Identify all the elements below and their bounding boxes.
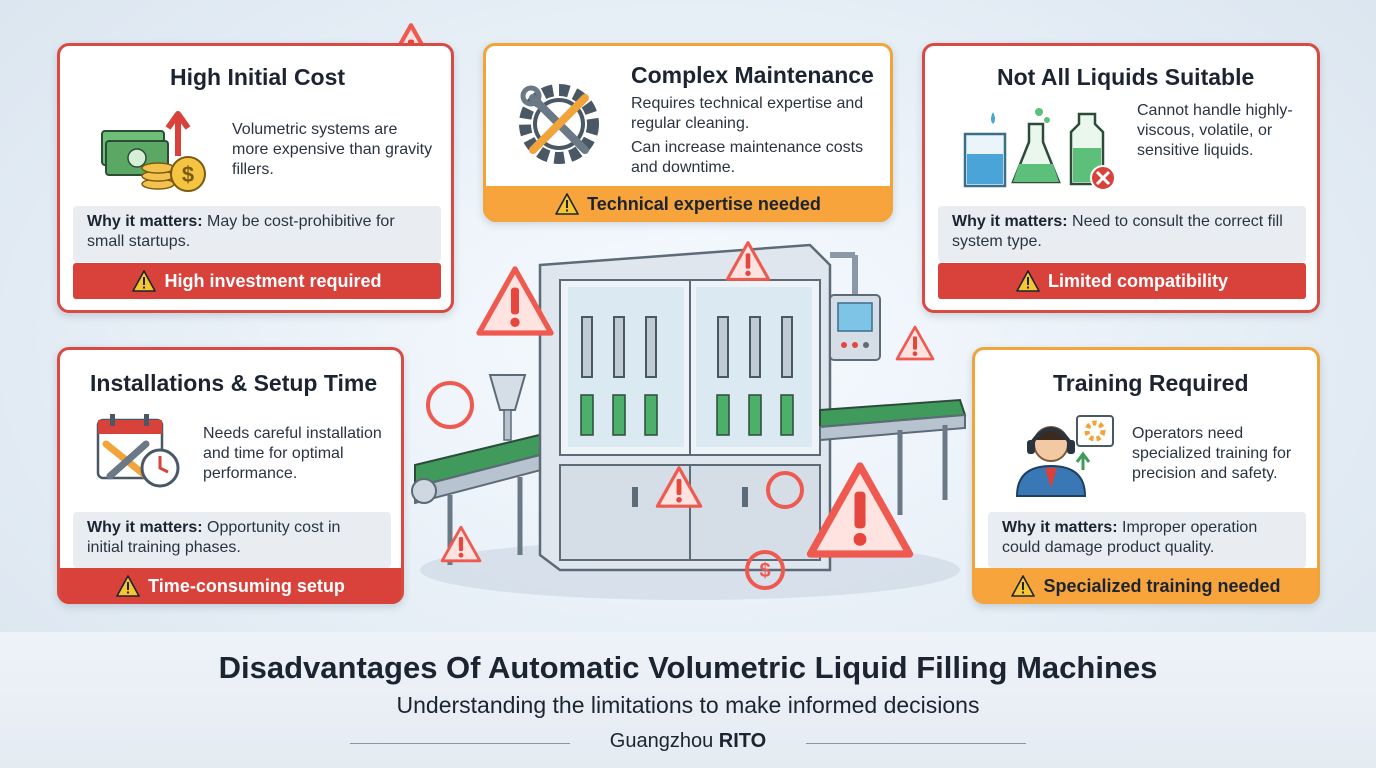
why-it-matters: Why it matters: Need to consult the corr… [938,206,1306,262]
card-title: High Initial Cost [170,64,346,90]
card-training-required: Training Required Operators need special… [972,347,1320,604]
card-description: Needs careful installation and time for … [203,425,382,482]
card-description: Cannot handle highly-viscous, volatile, … [1137,102,1293,159]
page-subtitle: Understanding the limitations to make in… [396,692,980,718]
card-title: Installations & Setup Time [90,370,378,396]
card-title: Complex Maintenance [631,62,874,88]
card-installations-setup-time: Installations & Setup Time Needs careful… [57,347,404,604]
gear-wrench-icon [519,84,599,164]
card-description: Operators need specialized training for … [1132,425,1292,482]
brand-divider-right [806,743,1026,744]
status-banner: Specialized training needed [975,568,1317,604]
status-banner: High investment required [73,263,441,299]
warning-icon [1016,270,1040,292]
money-icon: $ [101,111,206,192]
svg-text:$: $ [182,162,194,187]
footer: Disadvantages Of Automatic Volumetric Li… [0,632,1376,768]
operator-icon [1015,415,1114,497]
warning-icon [116,575,140,597]
card-not-all-liquids-suitable: Not All Liquids Suitable Cannot handle h… [922,43,1320,313]
warning-icon [132,270,156,292]
card-high-initial-cost: High Initial Cost $ Volumetric systems a… [57,43,454,313]
card-title: Training Required [1053,370,1249,396]
filling-machine-illustration: $ [411,241,967,600]
card-title: Not All Liquids Suitable [997,64,1255,90]
status-banner: Limited compatibility [938,263,1306,299]
card-description: Requires technical expertise and regular… [631,95,864,176]
brand-name: RITO [718,730,767,752]
beaker-icon [963,108,1116,191]
warning-icon [555,193,579,215]
status-banner: Technical expertise needed [486,186,890,222]
card-complex-maintenance: Complex Maintenance Requires technical e… [483,43,893,222]
page-title: Disadvantages Of Automatic Volumetric Li… [218,650,1158,685]
status-banner: Time-consuming setup [60,568,401,604]
card-description: Volumetric systems are more expensive th… [232,121,433,178]
brand: Guangzhou RITO [609,730,767,752]
brand-divider-left [350,743,570,744]
warning-icon [1011,575,1035,597]
svg-text:$: $ [759,560,770,582]
why-it-matters: Why it matters: May be cost-prohibitive … [73,206,441,262]
calendar-tools-icon [96,414,180,488]
why-it-matters: Why it matters: Opportunity cost in init… [73,512,391,568]
why-it-matters: Why it matters: Improper operation could… [988,512,1306,568]
